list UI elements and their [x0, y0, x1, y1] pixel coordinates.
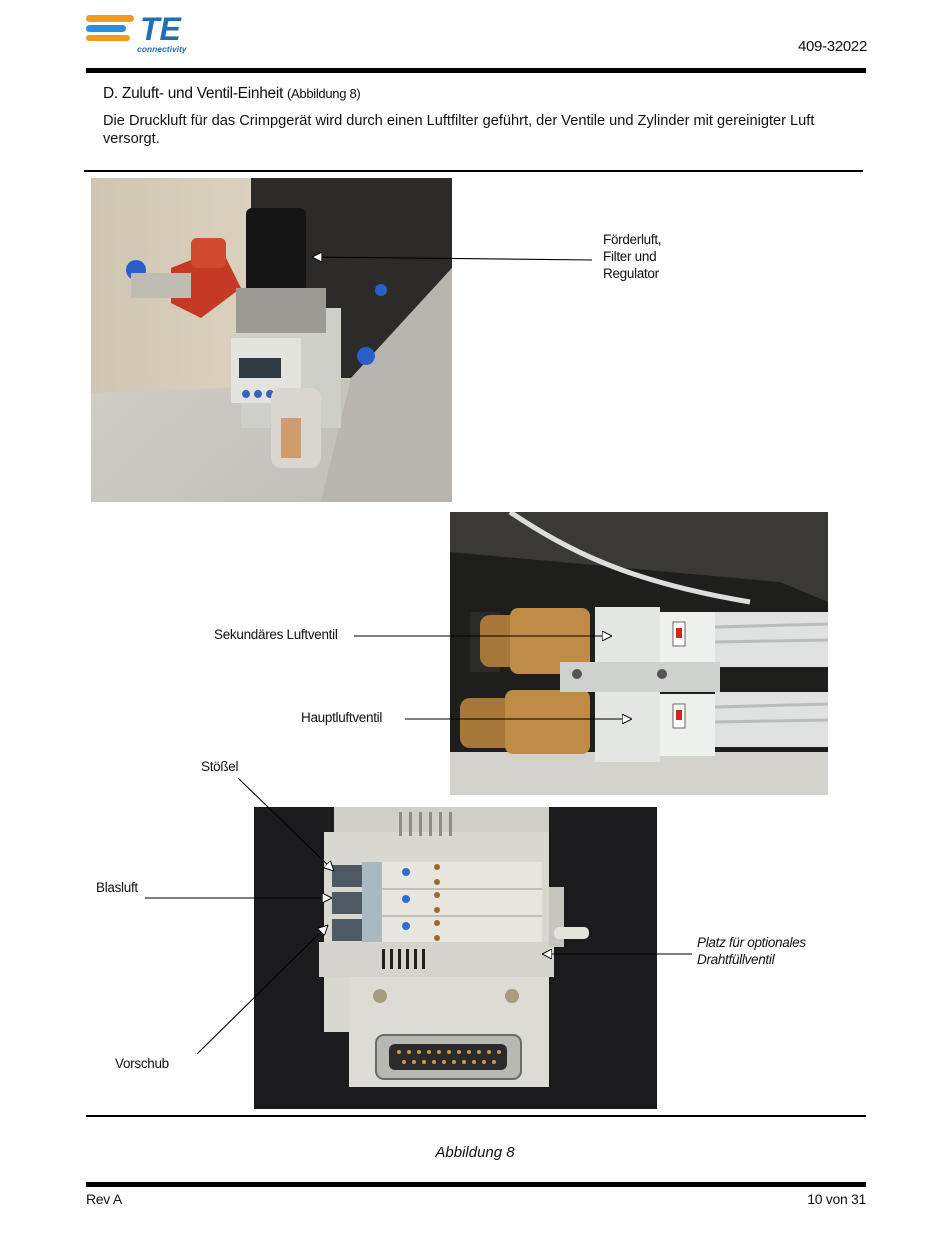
callout-optional-line-1: Platz für optionales	[697, 935, 806, 950]
section-title-text: D. Zuluft- und Ventil-Einheit	[103, 85, 283, 102]
callout-filter-line-3: Regulator	[603, 266, 659, 281]
callout-optional-wire-fill-valve: Platz für optionales Drahtfüllventil	[697, 934, 806, 968]
page-number: 10 von 31	[807, 1191, 866, 1207]
revision-label: Rev A	[86, 1191, 122, 1207]
callout-blow-air: Blasluft	[96, 880, 138, 895]
callout-plunger: Stößel	[201, 759, 239, 774]
callout-filter-line-2: Filter und	[603, 249, 657, 264]
figure-caption: Abbildung 8	[435, 1144, 515, 1161]
callout-main-valve: Hauptluftventil	[301, 710, 383, 725]
callout-filter-regulator: Förderluft, Filter und Regulator	[603, 231, 662, 282]
callout-filter-line-1: Förderluft,	[603, 232, 662, 247]
te-connectivity-logo: TE connectivity	[84, 10, 199, 56]
photo-smc-air-valves	[450, 512, 828, 795]
section-title: D. Zuluft- und Ventil-Einheit (Abbildung…	[103, 85, 361, 103]
section-title-figure-ref: (Abbildung 8)	[287, 86, 361, 101]
document-number: 409-32022	[797, 38, 867, 55]
section-intro: Die Druckluft für das Crimpgerät wird du…	[103, 113, 815, 147]
photo-air-filter-regulator	[91, 178, 452, 502]
logo-subtext: connectivity	[137, 44, 188, 54]
section-rule	[84, 170, 863, 172]
photo-valve-manifold	[254, 807, 657, 1109]
header-rule	[86, 68, 866, 73]
callout-optional-line-2: Drahtfüllventil	[697, 952, 775, 967]
footer-rule	[86, 1182, 866, 1187]
callout-feed: Vorschub	[115, 1056, 169, 1071]
figure-rule	[86, 1115, 866, 1117]
logo-text: TE	[140, 11, 183, 47]
callout-secondary-valve: Sekundäres Luftventil	[214, 627, 338, 642]
